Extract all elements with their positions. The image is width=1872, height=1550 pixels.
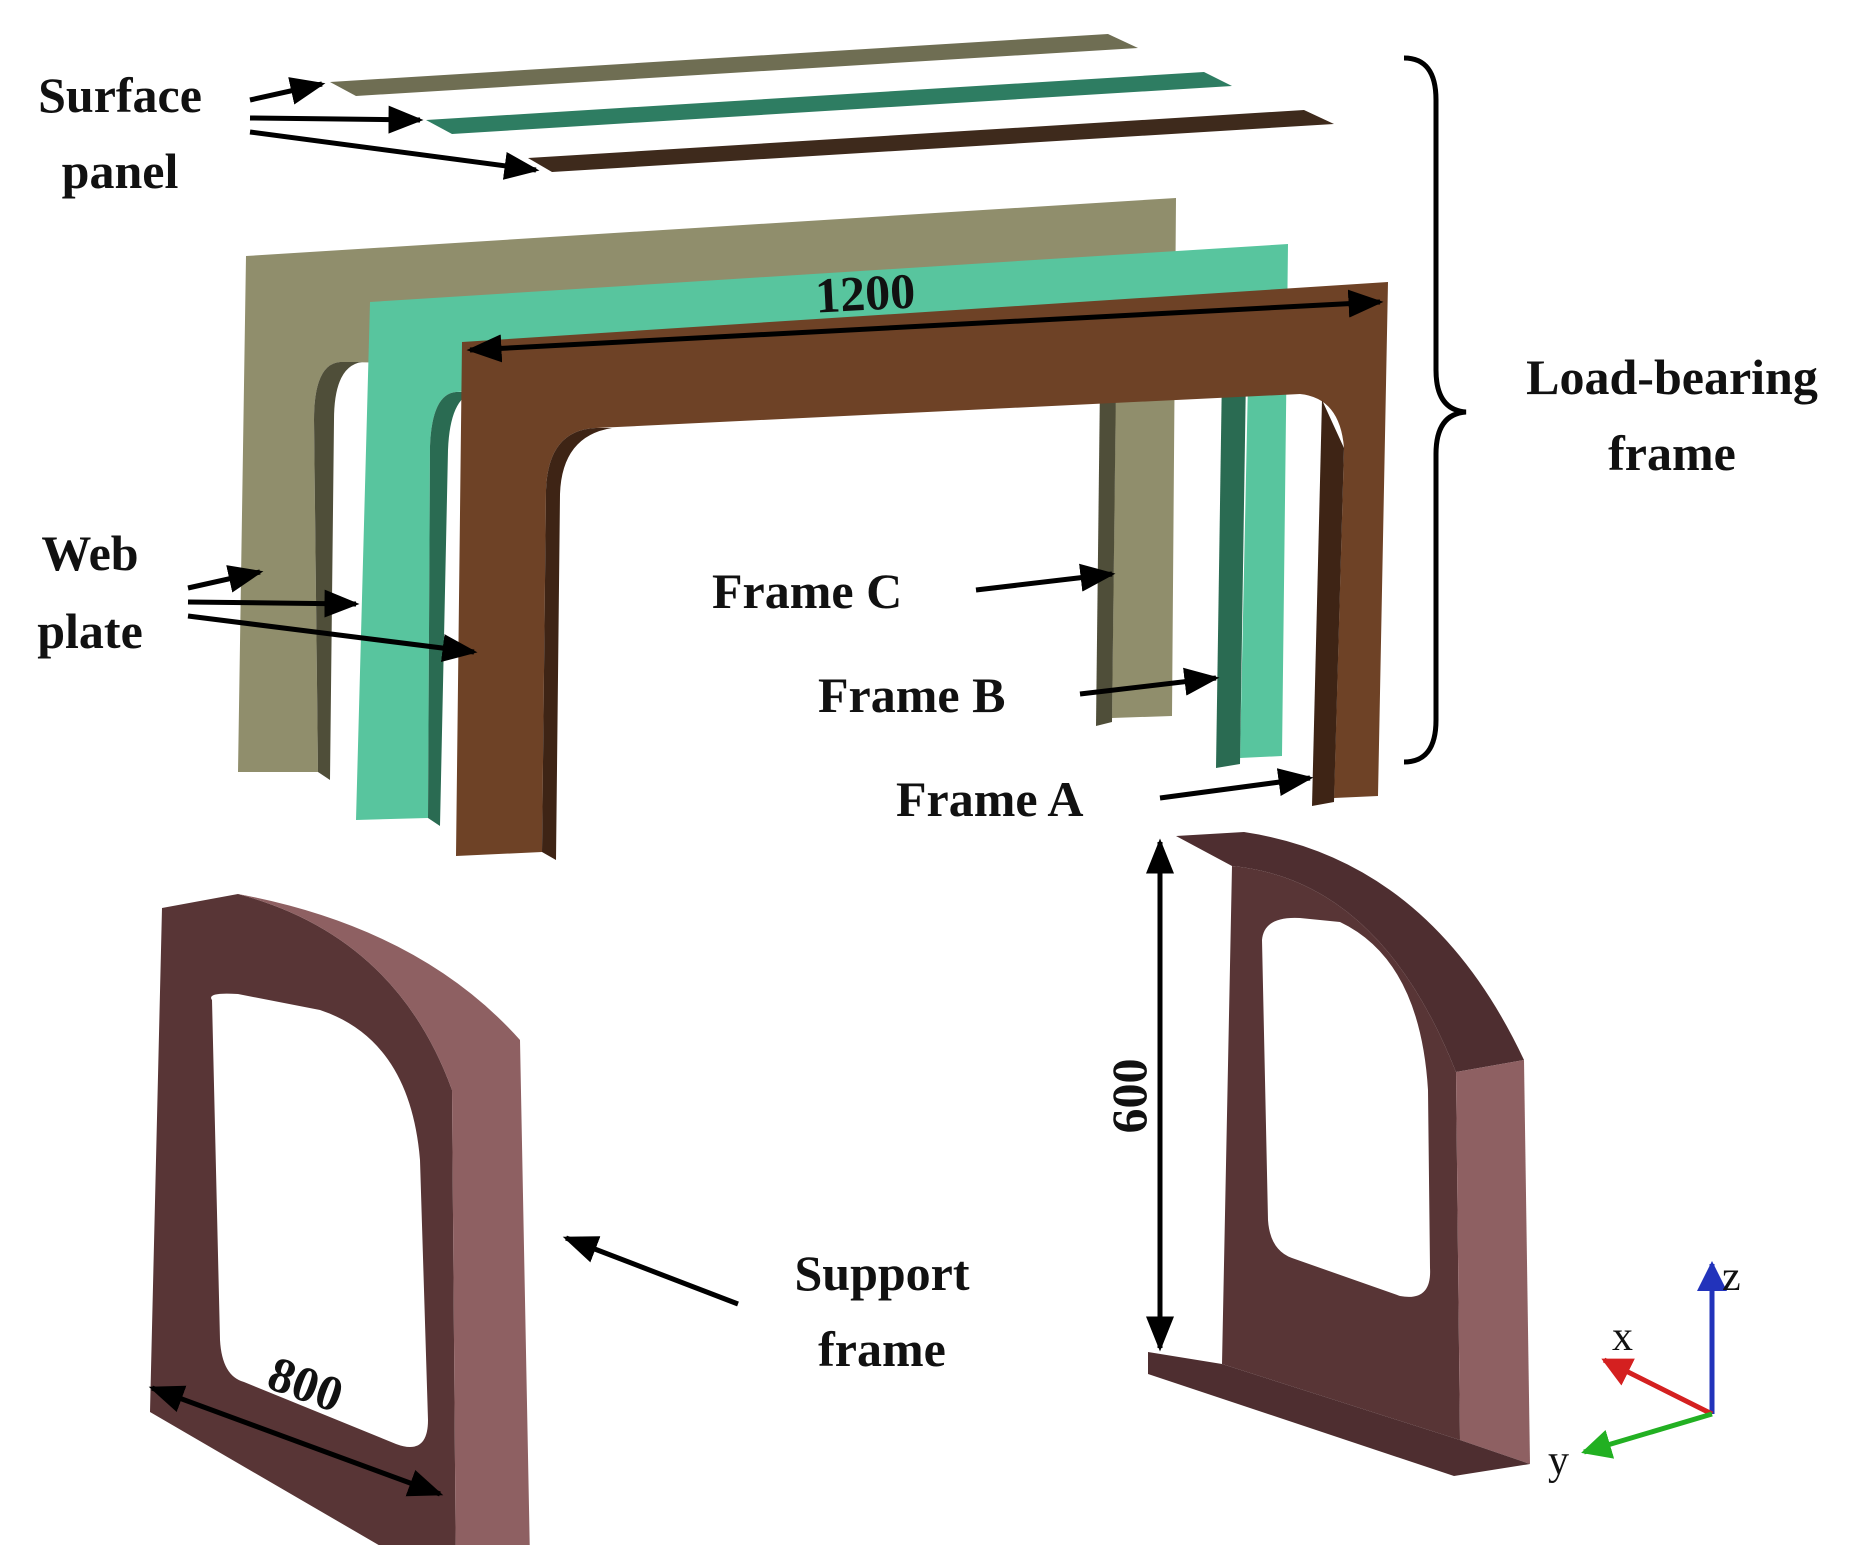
dimension-length: 1200 (466, 262, 1384, 363)
load-bearing-label-line2: frame (1608, 425, 1736, 481)
web-plate-label-line1: Web (41, 525, 138, 581)
web-arrow-c (187, 565, 264, 593)
surface-panel-a (528, 110, 1334, 172)
x-axis-label: x (1612, 1314, 1633, 1360)
y-axis-label: y (1548, 1438, 1569, 1484)
support-frame-label-line1: Support (794, 1245, 969, 1301)
frame-c-label: Frame C (712, 563, 902, 619)
frame-b-arrow (1079, 667, 1220, 697)
dimension-height-value: 600 (1101, 1059, 1157, 1134)
frame-a-arrow (1159, 768, 1314, 801)
web-arrow-a (187, 613, 478, 662)
surface-arrow-c (249, 77, 326, 105)
frame-c-right-flange (1096, 382, 1116, 726)
surface-panels (330, 34, 1334, 172)
dimension-length-line (466, 289, 1384, 363)
leader-arrows (187, 77, 1314, 1307)
web-plate-label-line2: plate (37, 603, 143, 659)
web-arrow-b (187, 589, 360, 618)
support-frame-right (1148, 832, 1530, 1476)
support-left-side (238, 894, 530, 1550)
load-bearing-brace (1403, 55, 1467, 765)
frame-c-flange (314, 362, 362, 780)
support-right-face (1222, 866, 1460, 1440)
surface-panel-b (426, 72, 1232, 134)
load-bearing-label-line1: Load-bearing (1526, 349, 1818, 405)
x-axis (1601, 1357, 1714, 1417)
dimension-height: 600 (1101, 838, 1174, 1352)
frame-a-flange (542, 428, 612, 860)
frame-c-arrow (975, 563, 1116, 593)
coordinate-axes: z x y (1548, 1254, 1741, 1484)
support-arrow (562, 1235, 739, 1307)
surface-panel-label-line1: Surface (38, 67, 202, 123)
support-frame-left (150, 894, 530, 1550)
y-axis (1581, 1411, 1713, 1459)
support-frame-label-line2: frame (818, 1321, 946, 1377)
frame-b-label: Frame B (818, 667, 1005, 723)
surface-arrow-b (249, 105, 424, 134)
dimension-width-line (148, 1385, 444, 1497)
dimension-length-value: 1200 (814, 262, 917, 323)
frame-b-flange (428, 392, 474, 826)
frame-a-label: Frame A (896, 771, 1083, 827)
surface-panel-c (330, 34, 1138, 96)
surface-panel-label-line2: panel (62, 143, 179, 199)
support-right-top (1176, 832, 1524, 1072)
frame-b-right-flange (1216, 372, 1246, 768)
support-right-side (1456, 1060, 1530, 1464)
frame-a-right-flange (1312, 400, 1344, 806)
support-right-bottom (1148, 1352, 1530, 1476)
z-axis-label: z (1722, 1254, 1741, 1300)
surface-arrow-a (249, 129, 540, 180)
